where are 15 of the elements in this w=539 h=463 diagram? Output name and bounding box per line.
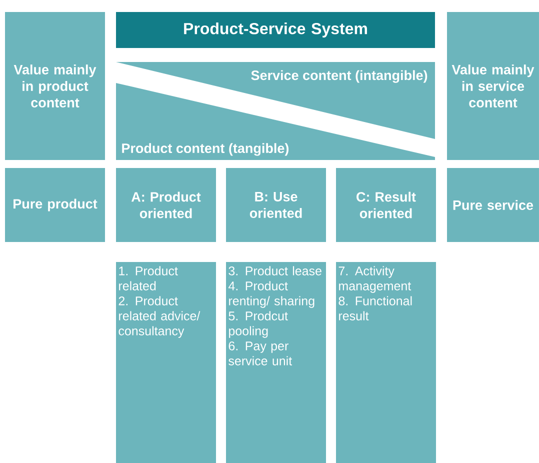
type-column: 7. Activity management 8. Functional result xyxy=(336,262,436,463)
side-box: Value mainly in product content xyxy=(5,12,105,160)
side-box: Value mainly in service content xyxy=(447,12,539,160)
category-box: Pure product xyxy=(5,168,105,242)
type-column: 3. Product lease 4. Product renting/ sharing 5. Prodcut pooling 6. Pay per service unit xyxy=(226,262,326,463)
service-triangle: Service content (intangible) xyxy=(116,62,435,139)
category-box: A: Product oriented xyxy=(116,168,216,242)
category-box: Pure service xyxy=(447,168,539,242)
node-label: Product content (tangible) xyxy=(122,143,289,156)
product-triangle: Product content (tangible) xyxy=(116,83,435,160)
title-banner: Product-Service System xyxy=(116,12,435,48)
type-column: 1. Product related 2. Product related advice/ consultancy xyxy=(116,262,216,463)
category-box: C: Result oriented xyxy=(336,168,436,242)
category-box: B: Use oriented xyxy=(226,168,326,242)
node-label: Service content (intangible) xyxy=(251,70,428,83)
